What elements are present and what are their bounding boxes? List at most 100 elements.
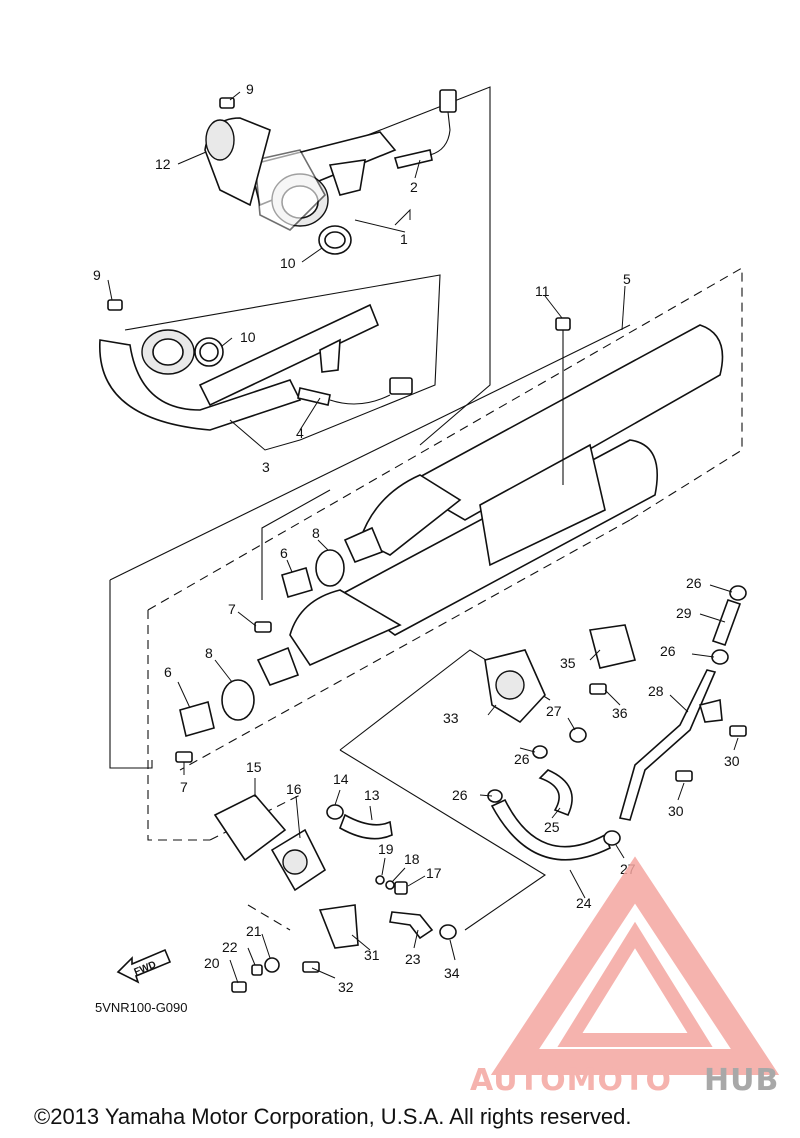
part-10-gasket-lower xyxy=(194,337,224,367)
callout-9: 9 xyxy=(246,81,254,97)
callout-8: 8 xyxy=(312,525,320,541)
part-1-exhaust-pipe-front xyxy=(249,131,397,231)
fwd-arrow-icon xyxy=(116,948,172,984)
callout-4: 4 xyxy=(296,425,304,441)
logo-text-accent: AUTOMOTO xyxy=(470,1063,672,1098)
callout-17: 17 xyxy=(426,865,442,881)
assembly-3-frame xyxy=(124,274,441,441)
callout-1: 1 xyxy=(400,231,408,247)
part-6-joint-lower xyxy=(179,700,215,738)
lower-dashed-frame-2 xyxy=(247,904,291,931)
callout-28: 28 xyxy=(648,683,664,699)
callout-26: 26 xyxy=(514,751,530,767)
part-12-protector xyxy=(204,117,271,207)
callout-26: 26 xyxy=(452,787,468,803)
callout-30: 30 xyxy=(668,803,684,819)
part-16-reed-valve xyxy=(270,828,327,892)
callout-labels: 9 12 2 1 10 9 10 4 3 11 5 8 6 7 6 8 7 15… xyxy=(93,81,740,995)
part-8-clamp-upper xyxy=(315,549,345,587)
callout-33: 33 xyxy=(443,710,459,726)
callout-26: 26 xyxy=(686,575,702,591)
callout-2: 2 xyxy=(410,179,418,195)
part-5-muffler-lower xyxy=(256,439,659,686)
callout-10: 10 xyxy=(240,329,256,345)
air-valve-frame-bottom xyxy=(339,749,547,931)
part-6-joint-upper xyxy=(281,567,313,598)
part-17-19-washers xyxy=(375,875,408,895)
callout-29: 29 xyxy=(676,605,692,621)
callout-25: 25 xyxy=(544,819,560,835)
copyright-notice: ©2013 Yamaha Motor Corporation, U.S.A. A… xyxy=(34,1104,631,1129)
callout-27: 27 xyxy=(546,703,562,719)
part-14-clip xyxy=(326,804,344,820)
muffler-dashed-bottom xyxy=(179,519,631,771)
callout-24: 24 xyxy=(576,895,592,911)
callout-36: 36 xyxy=(612,705,628,721)
callout-7: 7 xyxy=(228,601,236,617)
logo-text-dark: HUB xyxy=(704,1063,779,1098)
callout-7: 7 xyxy=(180,779,188,795)
callout-23: 23 xyxy=(405,951,421,967)
callout-5: 5 xyxy=(623,271,631,287)
part-33-air-cut-valve xyxy=(484,649,546,724)
drawing-code: 5VNR100-G090 xyxy=(95,1000,188,1015)
part-31-bracket xyxy=(318,904,359,949)
callout-10: 10 xyxy=(280,255,296,271)
part-27-clips xyxy=(569,727,621,846)
part-35-bracket xyxy=(588,624,637,669)
part-13-hose xyxy=(339,813,393,840)
part-30-bolts xyxy=(675,725,747,782)
callout-21: 21 xyxy=(246,923,262,939)
part-20-22-fasteners xyxy=(231,957,280,993)
muffler-solid-frame xyxy=(109,580,153,769)
part-25-hose xyxy=(538,769,573,817)
part-2-sensor-upper xyxy=(393,89,457,169)
part-5-muffler-upper xyxy=(343,324,724,564)
callout-16: 16 xyxy=(286,781,302,797)
part-28-pipe xyxy=(618,669,723,821)
muffler-dashed-left xyxy=(147,610,210,841)
callout-6: 6 xyxy=(280,545,288,561)
part-8-clamp-lower xyxy=(221,679,255,721)
callout-18: 18 xyxy=(404,851,420,867)
callout-31: 31 xyxy=(364,947,380,963)
part-10-gasket-upper xyxy=(318,225,352,255)
part-34-clip xyxy=(439,924,457,940)
callout-32: 32 xyxy=(338,979,354,995)
callout-26: 26 xyxy=(660,643,676,659)
muffler-frame-inner xyxy=(261,489,331,600)
leader-lines xyxy=(107,91,739,984)
muffler-dashed-frame xyxy=(147,267,743,611)
part-4-sensor-lower xyxy=(297,377,413,406)
callout-34: 34 xyxy=(444,965,460,981)
part-7-bolt-lower xyxy=(175,751,193,763)
callout-19: 19 xyxy=(378,841,394,857)
part-7-bolt-upper xyxy=(254,621,272,633)
part-24-hose xyxy=(490,798,612,861)
part-11-bolt xyxy=(555,317,571,485)
callout-12: 12 xyxy=(155,156,171,172)
callout-6: 6 xyxy=(164,664,172,680)
part-15-cover xyxy=(213,794,287,862)
automotohub-logo: AUTOMOTO HUB xyxy=(470,856,780,1098)
callout-15: 15 xyxy=(246,759,262,775)
callout-22: 22 xyxy=(222,939,238,955)
callout-20: 20 xyxy=(204,955,220,971)
callout-30: 30 xyxy=(724,753,740,769)
part-9-bolt-lower xyxy=(107,299,123,311)
muffler-frame-top xyxy=(109,324,631,581)
part-9-bolt-upper xyxy=(219,97,235,109)
assembly-1-frame xyxy=(354,86,491,446)
callout-3: 3 xyxy=(262,459,270,475)
callout-35: 35 xyxy=(560,655,576,671)
part-3-exhaust-pipe-rear xyxy=(99,303,380,431)
callout-11: 11 xyxy=(535,283,550,299)
callout-14: 14 xyxy=(333,771,349,787)
callout-13: 13 xyxy=(364,787,380,803)
part-23-elbow xyxy=(389,911,434,940)
callout-9: 9 xyxy=(93,267,101,283)
part-36-bolt xyxy=(589,683,607,695)
callout-8: 8 xyxy=(205,645,213,661)
